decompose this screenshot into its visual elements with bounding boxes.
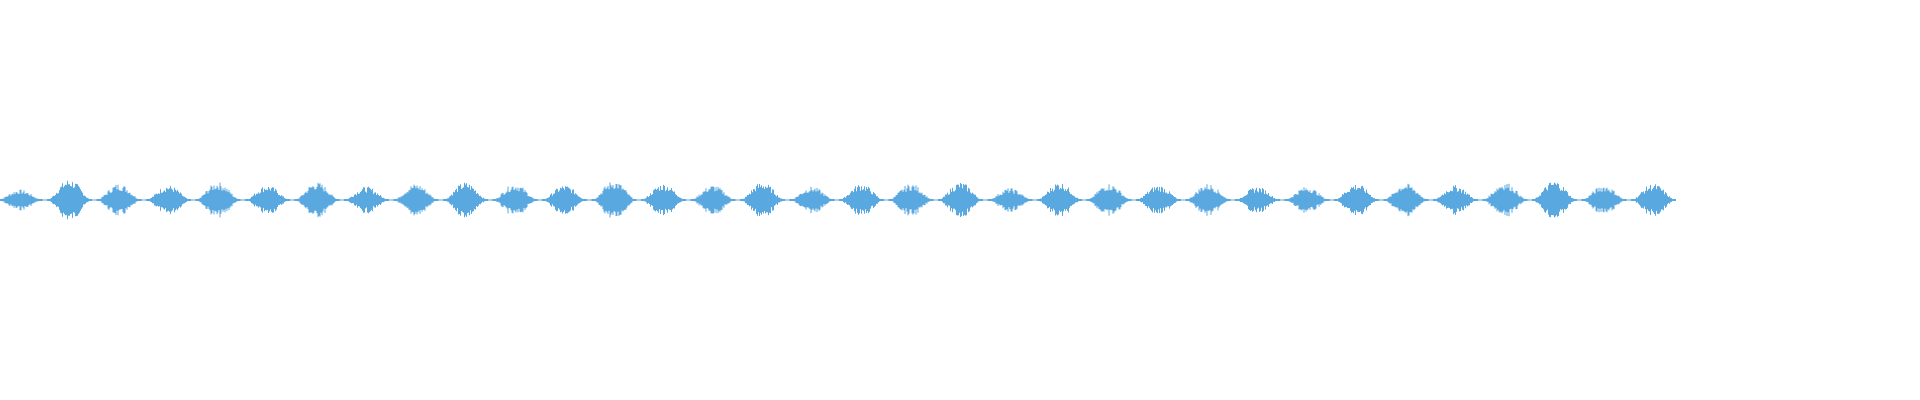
waveform-burst — [1086, 184, 1132, 216]
waveform-burst — [1235, 187, 1280, 213]
waveform-burst — [443, 182, 488, 218]
waveform-burst — [740, 184, 785, 216]
waveform-burst — [393, 184, 439, 216]
waveform-burst — [987, 188, 1033, 212]
waveform-burst — [591, 182, 637, 218]
waveform-burst — [542, 186, 587, 214]
waveform-burst — [245, 186, 290, 214]
waveform-burst — [1482, 183, 1528, 217]
waveform-burst — [1631, 184, 1676, 216]
waveform-burst — [1136, 186, 1181, 214]
waveform-burst — [1581, 187, 1627, 213]
waveform-bursts — [0, 180, 1676, 220]
waveform-burst — [888, 184, 934, 216]
waveform-burst — [195, 182, 241, 218]
waveform-burst — [1037, 183, 1082, 217]
waveform-burst — [789, 186, 835, 214]
waveform-burst — [839, 185, 884, 215]
waveform-burst — [0, 189, 43, 211]
waveform-burst — [690, 186, 736, 214]
waveform-burst — [294, 182, 340, 218]
waveform-burst — [146, 185, 191, 215]
waveform-burst — [344, 186, 389, 214]
waveform-burst — [938, 183, 983, 217]
waveform-burst — [1284, 187, 1330, 213]
waveform-burst — [1532, 182, 1577, 218]
waveform-burst — [492, 186, 538, 214]
waveform-burst — [641, 184, 686, 216]
waveform-burst — [1334, 185, 1379, 215]
waveform-burst — [1383, 183, 1429, 217]
waveform-burst — [47, 180, 92, 220]
waveform-burst — [1433, 185, 1478, 215]
waveform-burst — [96, 184, 142, 216]
waveform-burst — [1185, 184, 1231, 216]
